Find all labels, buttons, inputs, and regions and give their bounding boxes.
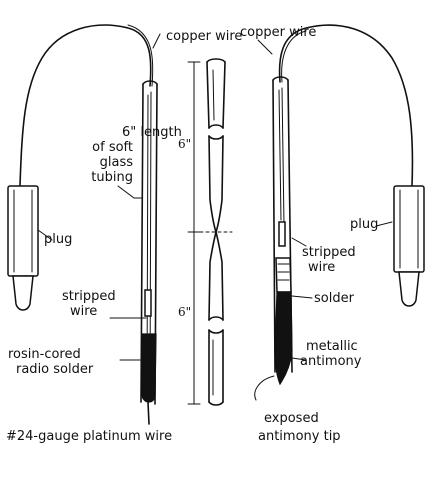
label-exposed-1: exposed (264, 411, 319, 426)
middle-tube-upper (206, 61, 226, 129)
leader-lines (37, 33, 393, 401)
label-rosin-1: rosin-cored (8, 347, 81, 362)
label-stripped-right-2: wire (308, 260, 335, 275)
left-copper-wire (19, 24, 152, 186)
labels: copper wire 6" length of soft glass tubi… (6, 25, 378, 444)
right-solder (275, 257, 292, 293)
right-copper-wire (278, 24, 414, 187)
left-plug-body (7, 185, 39, 277)
label-stripped-left-2: wire (70, 304, 97, 319)
right-antimony (274, 291, 293, 386)
dimension-label-top: 6" (178, 137, 191, 151)
label-stripped-left-1: stripped (62, 289, 116, 304)
label-tubing-line-4: tubing (91, 170, 133, 185)
label-antimony-2: antimony (300, 354, 362, 369)
right-plug-body (393, 185, 425, 273)
right-stripped-wire (278, 221, 286, 247)
middle-tube: 6" 6" (178, 58, 233, 406)
label-stripped-right-1: stripped (302, 245, 356, 260)
left-platinum-wire (147, 401, 150, 425)
label-antimony-1: metallic (306, 339, 358, 354)
left-rosin-solder (141, 333, 157, 403)
label-tubing-line-3: glass (100, 155, 134, 170)
label-tubing-line-1: 6" length (122, 125, 182, 140)
right-plug-tip (398, 271, 420, 307)
label-plug-right: plug (350, 217, 378, 232)
middle-tube-lower (208, 329, 224, 403)
label-copper-wire-right: copper wire (240, 25, 316, 40)
label-exposed-2: antimony tip (258, 429, 341, 444)
label-rosin-2: radio solder (16, 362, 94, 377)
label-platinum: #24-gauge platinum wire (6, 429, 172, 444)
left-stripped-wire (144, 289, 152, 317)
label-plug-left: plug (44, 232, 72, 247)
left-plug-tip (12, 275, 34, 311)
dimension-label-bottom: 6" (178, 305, 191, 319)
label-tubing-line-2: of soft (92, 140, 133, 155)
right-electrode (272, 24, 425, 386)
label-copper-wire-left: copper wire (166, 29, 242, 44)
left-electrode (7, 24, 158, 425)
label-solder-right: solder (314, 291, 355, 306)
